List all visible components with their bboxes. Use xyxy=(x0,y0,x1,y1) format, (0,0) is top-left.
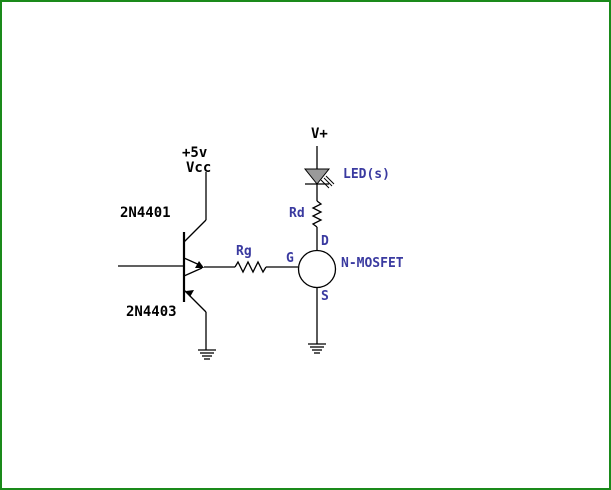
resistor-icon xyxy=(234,260,267,274)
vplus-label: V+ xyxy=(311,126,328,142)
rd-resistor-icon xyxy=(311,200,323,228)
vcc-label: Vcc xyxy=(186,160,211,176)
rg-label: Rg xyxy=(236,244,252,259)
pnp-part-label: 2N4403 xyxy=(126,304,177,320)
drain-label: D xyxy=(321,234,329,249)
rd-label: Rd xyxy=(289,206,305,221)
led-diode-icon xyxy=(303,168,335,189)
gate-label: G xyxy=(286,251,294,266)
led-label: LED(s) xyxy=(343,167,390,182)
mosfet-label: N-MOSFET xyxy=(341,256,404,271)
mosfet-icon xyxy=(297,249,337,289)
npn-transistor-icon xyxy=(183,172,207,268)
ground-icon xyxy=(308,343,326,354)
npn-part-label: 2N4401 xyxy=(120,205,171,221)
pnp-transistor-icon xyxy=(183,267,207,350)
ground-icon xyxy=(198,349,216,360)
supply-5v-label: +5v xyxy=(182,145,207,161)
source-label: S xyxy=(321,289,329,304)
